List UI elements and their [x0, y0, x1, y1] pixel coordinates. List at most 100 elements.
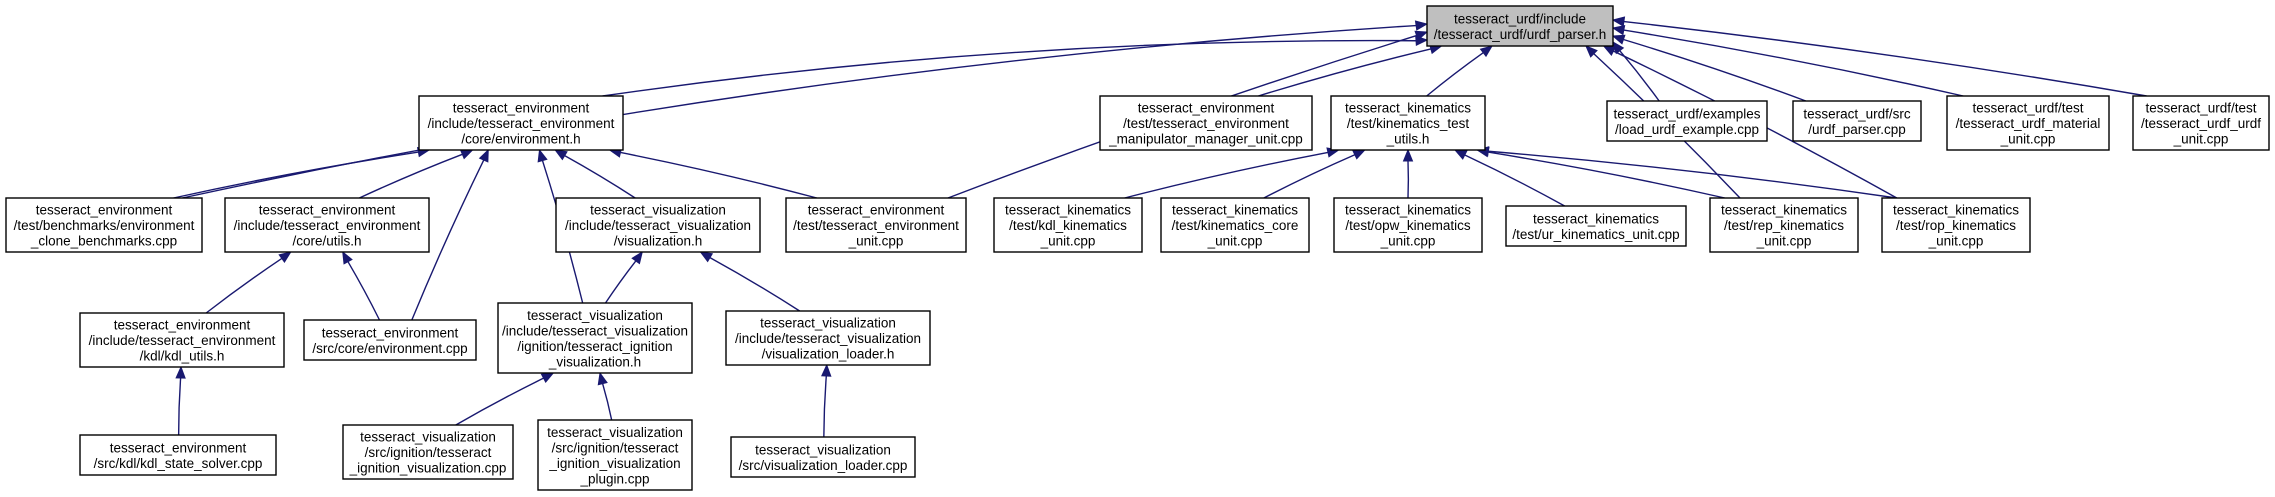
node-box[interactable]: [5, 197, 203, 253]
graph-node[interactable]: tesseract_environment/test/tesseract_env…: [785, 197, 967, 253]
node-box[interactable]: [1333, 197, 1483, 253]
node-label-line: /test/rop_kinematics: [1896, 218, 2016, 233]
dependency-edge: [1487, 151, 1725, 199]
node-label-line: _unit.cpp: [848, 234, 904, 249]
node-label-line: _unit.cpp: [2173, 132, 2229, 147]
graph-node[interactable]: tesseract_environment/include/tesseract_…: [79, 312, 285, 368]
graph-node[interactable]: tesseract_visualization/src/visualizatio…: [730, 436, 916, 478]
graph-node[interactable]: tesseract_kinematics/test/ur_kinematics_…: [1505, 205, 1687, 247]
node-label-line: tesseract_environment: [808, 203, 945, 218]
node-box[interactable]: [1792, 100, 1922, 142]
graph-node[interactable]: tesseract_environment/src/kdl/kdl_state_…: [79, 434, 277, 476]
node-label-line: /test/benchmarks/environment: [14, 218, 195, 233]
node-label-line: tesseract_kinematics: [1533, 211, 1659, 226]
arrowhead-icon: [459, 149, 474, 160]
node-box[interactable]: [1099, 95, 1313, 151]
node-label-line: /src/kdl/kdl_state_solver.cpp: [94, 456, 263, 471]
node-box[interactable]: [1709, 197, 1859, 253]
graph-node[interactable]: tesseract_visualization/src/ignition/tes…: [537, 419, 693, 491]
graph-node[interactable]: tesseract_urdf/test/tesseract_urdf_urdf_…: [2132, 95, 2270, 151]
node-box[interactable]: [79, 434, 277, 476]
graph-node[interactable]: tesseract_urdf/examples/load_urdf_exampl…: [1606, 100, 1768, 142]
node-label-line: _unit.cpp: [1380, 234, 1436, 249]
node-box[interactable]: [725, 310, 931, 366]
node-box[interactable]: [1946, 95, 2110, 151]
node-box[interactable]: [224, 197, 430, 253]
arrowhead-icon: [175, 365, 186, 379]
graph-node[interactable]: tesseract_environment/test/tesseract_env…: [1099, 95, 1313, 151]
node-box[interactable]: [993, 197, 1143, 253]
node-label-line: /tesseract_urdf_material: [1956, 116, 2101, 131]
node-box[interactable]: [1881, 197, 2031, 253]
dependency-edge: [709, 257, 801, 312]
node-box[interactable]: [2132, 95, 2270, 151]
graph-node[interactable]: tesseract_kinematics/test/kdl_kinematics…: [993, 197, 1143, 253]
graph-node[interactable]: tesseract_visualization/include/tesserac…: [497, 302, 693, 374]
arrowhead-icon: [1612, 40, 1625, 55]
node-label-line: /include/tesseract_environment: [234, 218, 421, 233]
graph-node[interactable]: tesseract_kinematics/test/opw_kinematics…: [1333, 197, 1483, 253]
graph-node[interactable]: tesseract_urdf/src/urdf_parser.cpp: [1792, 100, 1922, 142]
graph-node[interactable]: tesseract_kinematics/test/rop_kinematics…: [1881, 197, 2031, 253]
node-label-line: /include/tesseract_visualization: [502, 323, 688, 338]
arrowhead-icon: [1611, 25, 1626, 36]
dependency-edge: [411, 159, 485, 321]
arrowhead-icon: [1602, 45, 1617, 56]
arrowhead-icon: [537, 148, 548, 163]
arrowhead-icon: [1402, 148, 1414, 162]
graph-node[interactable]: tesseract_environment/include/tesseract_…: [224, 197, 430, 253]
arrowhead-icon: [699, 251, 714, 263]
node-label-line: tesseract_environment: [259, 203, 396, 218]
root-node-box[interactable]: [1426, 5, 1614, 47]
graph-node[interactable]: tesseract_urdf/test/tesseract_urdf_mater…: [1946, 95, 2110, 151]
nodes-layer: tesseract_urdf/include/tesseract_urdf/ur…: [5, 5, 2270, 491]
node-label-line: tesseract_urdf/test: [1972, 101, 2083, 116]
node-box[interactable]: [730, 436, 916, 478]
graph-node[interactable]: tesseract_visualization/include/tesserac…: [725, 310, 931, 366]
node-box[interactable]: [303, 319, 477, 361]
arrowhead-icon: [821, 363, 832, 377]
node-box[interactable]: [537, 419, 693, 491]
graph-node[interactable]: tesseract_urdf/include/tesseract_urdf/ur…: [1426, 5, 1614, 47]
node-box[interactable]: [79, 312, 285, 368]
node-box[interactable]: [785, 197, 967, 253]
node-label-line: tesseract_urdf/include: [1454, 11, 1586, 26]
graph-node[interactable]: tesseract_visualization/include/tesserac…: [555, 197, 761, 253]
node-box[interactable]: [342, 424, 514, 480]
node-label-line: _unit.cpp: [1207, 234, 1263, 249]
node-label-line: tesseract_urdf/src: [1803, 106, 1911, 121]
node-label-line: tesseract_kinematics: [1005, 203, 1131, 218]
dependency-edge: [455, 377, 544, 426]
graph-node[interactable]: tesseract_environment/test/benchmarks/en…: [5, 197, 203, 253]
node-label-line: /include/tesseract_environment: [89, 333, 276, 348]
dependency-edge: [1124, 151, 1329, 199]
node-label-line: /test/tesseract_environment: [793, 218, 959, 233]
dependency-edge: [564, 155, 636, 199]
node-box[interactable]: [1330, 95, 1486, 151]
node-label-line: /include/tesseract_visualization: [735, 331, 921, 346]
dependency-edge: [1623, 20, 2147, 97]
node-label-line: _unit.cpp: [1928, 234, 1984, 249]
node-label-line: /urdf_parser.cpp: [1808, 122, 1906, 137]
node-box[interactable]: [497, 302, 693, 374]
node-box[interactable]: [1606, 100, 1768, 142]
graph-node[interactable]: tesseract_environment/include/tesseract_…: [418, 95, 624, 151]
graph-node[interactable]: tesseract_kinematics/test/kinematics_cor…: [1160, 197, 1310, 253]
node-box[interactable]: [555, 197, 761, 253]
graph-node[interactable]: tesseract_kinematics/test/kinematics_tes…: [1330, 95, 1486, 151]
node-box[interactable]: [1505, 205, 1687, 247]
node-label-line: _ignition_visualization: [548, 456, 680, 471]
node-label-line: tesseract_environment: [1138, 101, 1275, 116]
graph-node[interactable]: tesseract_visualization/src/ignition/tes…: [342, 424, 514, 480]
graph-node[interactable]: tesseract_environment/src/core/environme…: [303, 319, 477, 361]
node-box[interactable]: [1160, 197, 1310, 253]
node-label-line: _unit.cpp: [1756, 234, 1812, 249]
node-box[interactable]: [418, 95, 624, 151]
node-label-line: /core/utils.h: [292, 234, 361, 249]
dependency-edge: [1258, 48, 1432, 97]
dependency-edge: [1426, 52, 1484, 97]
graph-node[interactable]: tesseract_kinematics/test/rep_kinematics…: [1709, 197, 1859, 253]
node-label-line: tesseract_kinematics: [1345, 101, 1471, 116]
dependency-edge: [1488, 150, 1897, 199]
node-label-line: _plugin.cpp: [579, 471, 649, 486]
